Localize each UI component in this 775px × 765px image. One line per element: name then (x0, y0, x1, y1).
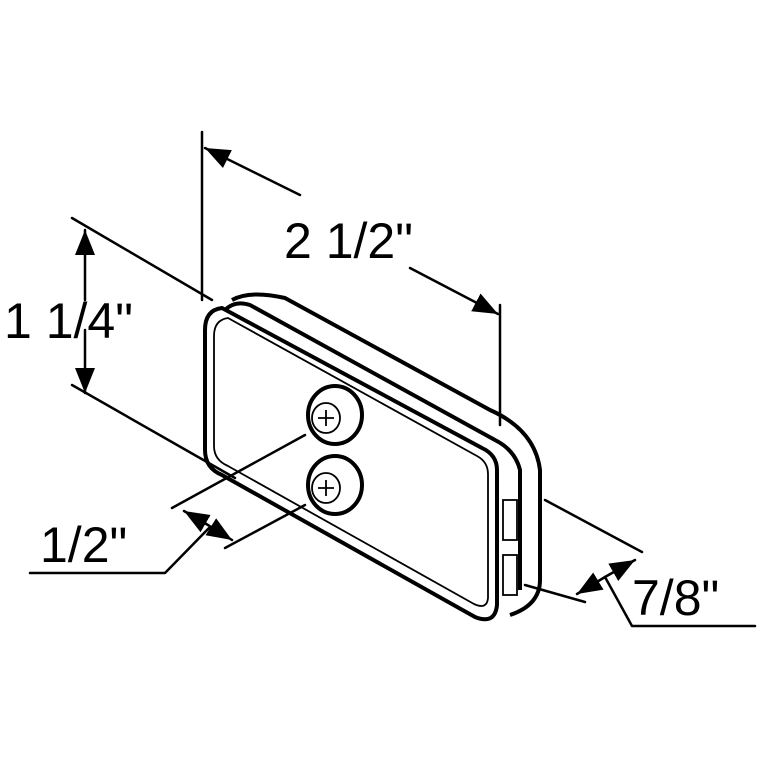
height-label: 1 1/4" (4, 293, 133, 349)
width-label: 2 1/2" (284, 213, 413, 269)
depth-dimension: 7/8" (523, 498, 757, 628)
lamp-body (203, 292, 542, 622)
bolt-spacing-dimension: 1/2" (28, 433, 307, 575)
depth-label: 7/8" (632, 570, 719, 626)
width-dimension: 2 1/2" (200, 130, 502, 427)
bolt-bottom (306, 454, 364, 516)
height-dimension: 1 1/4" (4, 216, 237, 480)
bolt-spacing-label: 1/2" (40, 517, 127, 573)
bolt-top (306, 384, 364, 446)
